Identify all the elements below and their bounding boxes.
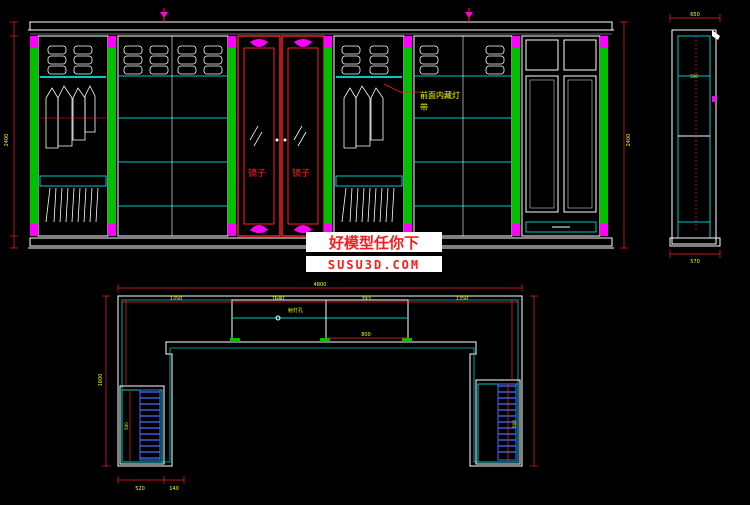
side-elevation: 650 570 550 xyxy=(669,12,721,265)
plan-dim-top xyxy=(117,284,523,339)
plan-dim-bottom xyxy=(117,476,185,484)
plan-mid-b: 393 xyxy=(361,296,371,302)
plan-dim-left xyxy=(102,295,131,467)
inner-light-label: 前面内藏灯 xyxy=(420,90,460,100)
leader-inner-light xyxy=(383,83,420,93)
plan-mid-a: 1640 xyxy=(272,296,285,302)
pilaster-left-2 xyxy=(108,36,116,236)
watermark-site: SUSU3D.COM xyxy=(328,258,420,272)
top-ornament-left xyxy=(160,8,168,22)
plan-right-seg: 1350 xyxy=(456,296,469,302)
door-handle-left xyxy=(275,138,279,142)
plan-depth-right-label: 500 xyxy=(512,420,517,428)
elev-height-label: 2400 xyxy=(4,134,10,147)
plan-bottom-b: 140 xyxy=(169,486,179,492)
watermark-title: 好模型任你下 xyxy=(328,234,419,252)
plan-overall-width: 4800 xyxy=(314,282,327,288)
pilaster-right-2 xyxy=(512,36,520,236)
inner-light-label-2: 带 xyxy=(420,103,428,112)
top-ornament-right xyxy=(465,8,473,22)
lamp-hole-icon xyxy=(275,315,281,321)
plan-drawer-left xyxy=(119,385,165,465)
plan-depth-left-label: 500 xyxy=(124,422,129,430)
plan-outline xyxy=(117,295,523,467)
elev-height-label-right: 2400 xyxy=(626,134,632,147)
side-bottom-label: 570 xyxy=(690,259,700,265)
plan-view: 射灯孔 xyxy=(98,282,538,492)
plan-height-label: 1600 xyxy=(98,374,104,387)
pilaster-right-3 xyxy=(600,36,608,236)
mirror-door-left xyxy=(237,35,281,237)
mirror-label-left: 镜子 xyxy=(248,167,266,179)
bay-shelves-right xyxy=(413,35,513,237)
mirror-label-right: 镜子 xyxy=(292,167,310,179)
side-width-label: 550 xyxy=(690,74,698,79)
elev-dimension-left xyxy=(10,21,18,249)
pilaster-center-left xyxy=(228,36,236,236)
elev-dimension-right xyxy=(620,21,628,249)
watermark: 好模型任你下 SUSU3D.COM xyxy=(306,232,442,272)
lamp-hole-label: 射灯孔 xyxy=(288,307,303,314)
plan-left-seg: 1350 xyxy=(170,296,183,302)
plan-drawer-right xyxy=(475,379,521,465)
pilaster-center-right xyxy=(324,36,332,236)
plan-bottom-a: 520 xyxy=(135,486,145,492)
door-handle-right xyxy=(283,138,287,142)
pilaster-right-1 xyxy=(404,36,412,236)
plan-inner: 800 xyxy=(361,332,371,338)
pilaster-left-1 xyxy=(30,36,38,236)
plan-dim-right xyxy=(507,295,538,467)
side-top-label: 650 xyxy=(690,12,700,18)
